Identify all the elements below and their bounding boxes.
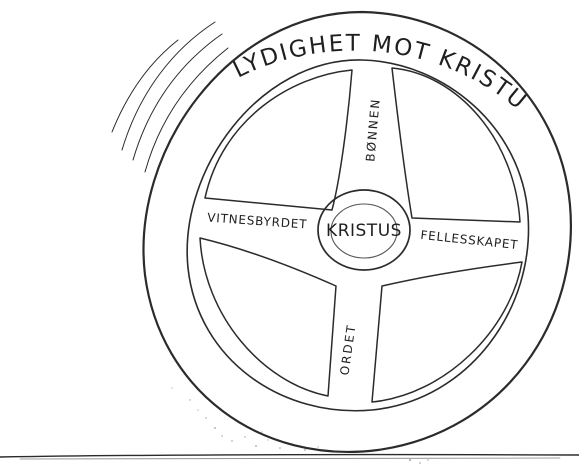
- segment-top-left: [205, 70, 352, 210]
- hub-label: KRISTUS: [326, 221, 402, 241]
- motion-lines: [112, 22, 228, 172]
- rim-label: LYDIGHET MOT KRISTUS: [0, 0, 532, 116]
- segment-bottom-right: [372, 262, 522, 402]
- ground-line: [0, 455, 579, 459]
- rim-label-text: LYDIGHET MOT KRISTUS: [0, 0, 532, 116]
- spoke-label-right: FELLESSKAPET: [420, 228, 519, 252]
- spoke-label-left: VITNESBYRDET: [207, 211, 308, 232]
- spoke-label-bottom: ORDET: [337, 323, 358, 376]
- segment-bottom-left: [200, 238, 336, 396]
- spoke-label-top: BØNNEN: [363, 97, 383, 162]
